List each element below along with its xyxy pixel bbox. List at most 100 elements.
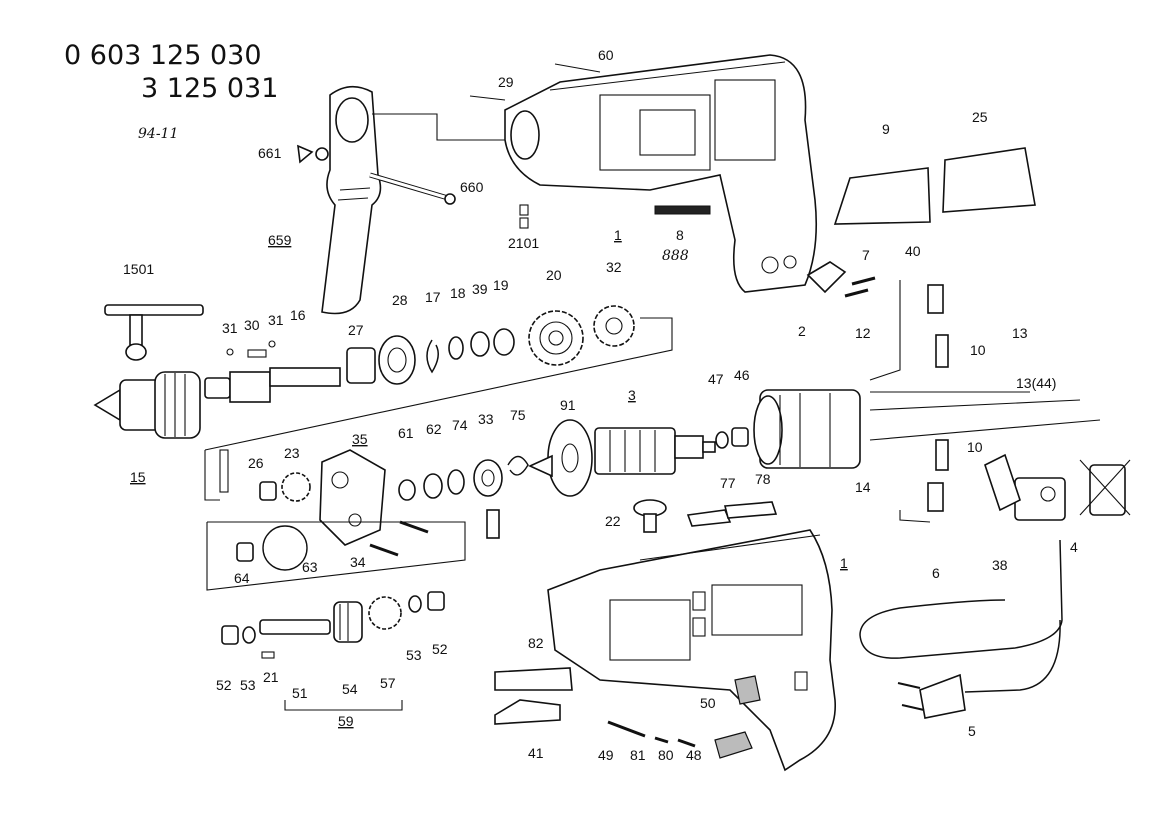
nameplate-9 xyxy=(833,167,931,225)
label-81: 81 xyxy=(630,747,646,763)
label-41: 41 xyxy=(528,745,544,761)
handwritten-date: 94-11 xyxy=(138,126,178,142)
pin-2101b xyxy=(519,217,529,229)
label-4: 4 xyxy=(1070,539,1078,555)
label-27: 27 xyxy=(348,322,364,338)
label-48: 48 xyxy=(686,747,702,763)
label-63: 63 xyxy=(302,559,318,575)
cord-5 xyxy=(964,619,1061,693)
bearing-33 xyxy=(473,459,503,497)
label-22: 22 xyxy=(605,513,621,529)
bolt-660 xyxy=(369,172,456,205)
label-49: 49 xyxy=(598,747,614,763)
wire-14 xyxy=(899,510,931,523)
spring-30 xyxy=(247,349,267,358)
label-53a: 53 xyxy=(240,677,256,693)
spring-80 xyxy=(677,738,696,748)
label-31a: 31 xyxy=(222,320,238,336)
screw-29 xyxy=(469,95,506,101)
label-64: 64 xyxy=(234,570,250,586)
label-82: 82 xyxy=(528,635,544,651)
washer-53b xyxy=(408,595,422,613)
label-21: 21 xyxy=(263,669,279,685)
plate-82 xyxy=(494,667,573,691)
field-2 xyxy=(753,389,861,469)
cord-clamp-7 xyxy=(806,261,847,294)
gear-54 xyxy=(333,601,363,643)
bushing-26 xyxy=(259,481,277,501)
gear-23 xyxy=(281,472,311,502)
wire-13-44 xyxy=(869,399,1081,411)
label-50: 50 xyxy=(700,695,716,711)
fan-91 xyxy=(528,419,593,497)
brush-10b xyxy=(935,334,949,368)
key-21 xyxy=(261,651,275,659)
label-29: 29 xyxy=(498,74,514,90)
bushing-64 xyxy=(236,542,254,562)
screw-40b xyxy=(844,288,869,298)
label-30: 30 xyxy=(244,317,260,333)
label-19: 19 xyxy=(493,277,509,293)
strip-78 xyxy=(723,501,778,519)
label-12: 12 xyxy=(855,325,871,341)
washer-39 xyxy=(470,331,490,357)
drill-chuck-15 xyxy=(93,371,201,439)
label-28: 28 xyxy=(392,292,408,308)
spring-81 xyxy=(654,736,669,744)
bearing-46 xyxy=(731,427,749,447)
screw-40a xyxy=(851,276,876,286)
label-20: 20 xyxy=(546,267,562,283)
label-59: 59 xyxy=(338,713,354,729)
latch-50 xyxy=(734,675,761,705)
gear-32 xyxy=(593,305,635,347)
label-10a: 10 xyxy=(970,342,986,358)
label-660: 660 xyxy=(460,179,484,195)
armature-3 xyxy=(594,427,716,475)
spindle-16 xyxy=(204,367,341,403)
screw-60 xyxy=(554,63,601,73)
rod-49 xyxy=(607,720,646,738)
label-51: 51 xyxy=(292,685,308,701)
label-80: 80 xyxy=(658,747,674,763)
label-47: 47 xyxy=(708,371,724,387)
group-outline-top xyxy=(204,317,673,451)
plug-5 xyxy=(897,673,966,719)
washer-74 xyxy=(447,469,465,495)
bushing-52a xyxy=(221,625,239,645)
nameplate-25 xyxy=(942,147,1036,213)
label-34: 34 xyxy=(350,554,366,570)
label-2101: 2101 xyxy=(508,235,539,251)
o-ring-63 xyxy=(262,525,308,571)
label-53b: 53 xyxy=(406,647,422,663)
label-888: 888 xyxy=(662,248,689,264)
pin-2101a xyxy=(519,204,529,216)
sleeve-27 xyxy=(346,347,376,384)
wing-screw-661 xyxy=(297,144,329,164)
label-61: 61 xyxy=(398,425,414,441)
label-57: 57 xyxy=(380,675,396,691)
knob-22 xyxy=(633,499,667,533)
shaft-51 xyxy=(259,619,331,635)
label-2: 2 xyxy=(798,323,806,339)
leader-handle xyxy=(372,113,510,141)
label-14: 14 xyxy=(855,479,871,495)
label-35: 35 xyxy=(352,431,368,447)
label-10b: 10 xyxy=(967,439,983,455)
bushing-52b xyxy=(427,591,445,611)
brush-10a xyxy=(927,284,944,314)
label-74: 74 xyxy=(452,417,468,433)
label-plate-8 xyxy=(654,205,711,215)
slide-48 xyxy=(714,731,753,759)
switch-4 xyxy=(984,453,1066,521)
label-38: 38 xyxy=(992,557,1008,573)
label-54: 54 xyxy=(342,681,358,697)
label-31b: 31 xyxy=(268,312,284,328)
wire-12 xyxy=(869,280,901,381)
ball-bearing-28 xyxy=(378,335,416,385)
ball-31a xyxy=(226,348,234,356)
group-outline-left xyxy=(204,450,220,501)
ball-31b xyxy=(268,340,276,348)
brush-10c xyxy=(935,439,949,471)
washer-19 xyxy=(493,328,515,356)
label-25: 25 xyxy=(972,109,988,125)
